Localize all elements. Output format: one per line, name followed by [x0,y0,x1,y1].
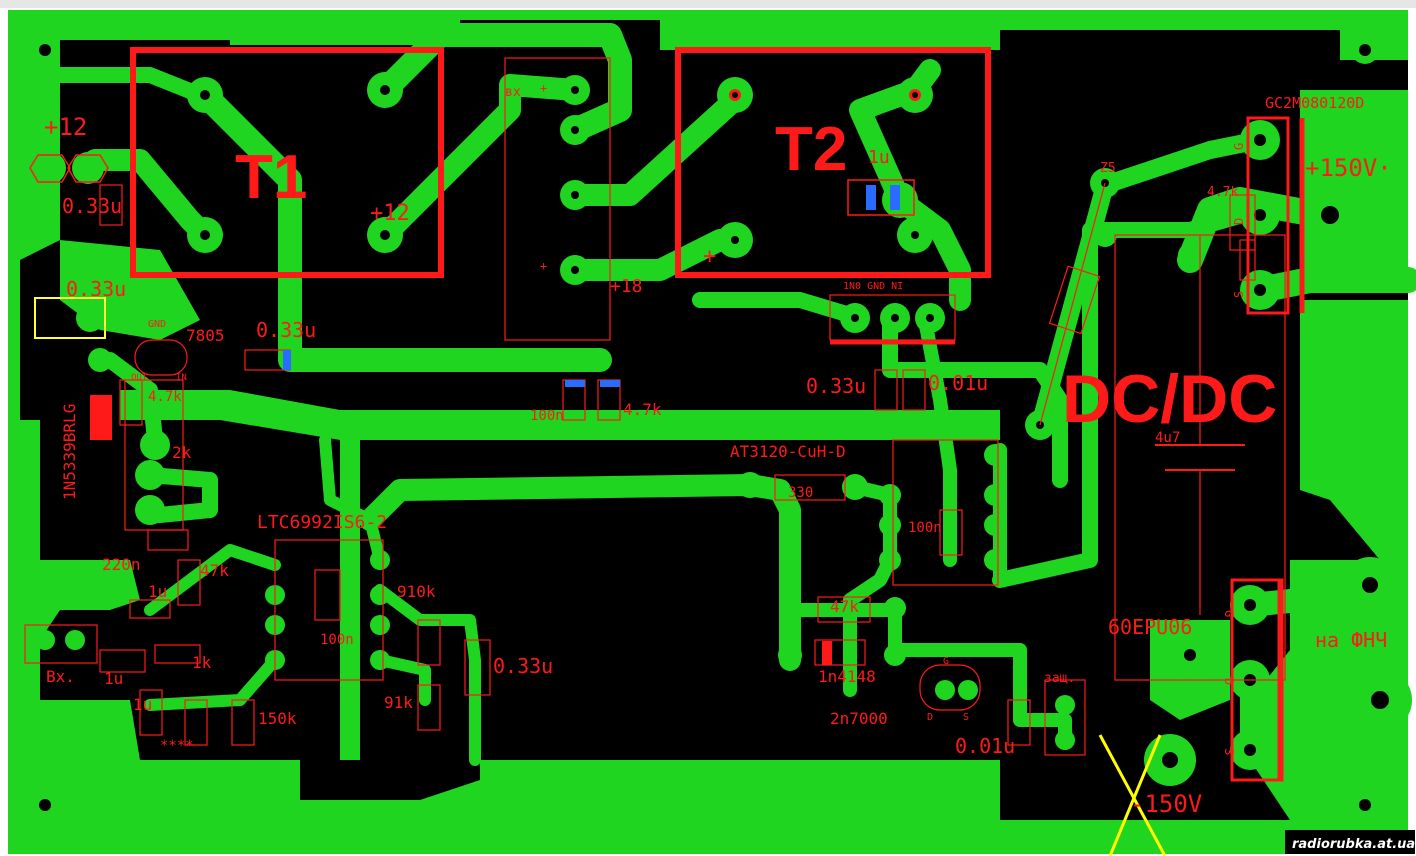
minus150-label: -150V [1130,790,1202,818]
pin-marks-label: **** [160,738,194,754]
protect-label: защ. [1044,671,1075,686]
reg-out-label: OUT [131,373,148,383]
t1-tap-label: +12 [370,201,410,226]
copper-traces [52,23,1416,766]
cap-033-e-label: 0.33u [493,654,553,678]
reg-in-label: IN [176,373,187,383]
res-91k-label: 91k [384,693,413,712]
module-plus-b-label: + [540,259,547,273]
res-150k-label: 150k [258,709,297,728]
fet-label: 2n7000 [830,709,888,728]
copper-pours [8,10,1408,854]
res-1k-label: 1k [192,653,212,672]
rect-s-pin-label: S [1222,748,1236,755]
plus150-label: +150V· [1305,154,1392,182]
cap-1u-a-label: 1u [148,582,167,601]
cap-033-a-label: 0.33u [62,194,122,218]
zener-body [90,395,112,440]
cap-100n-a-label: 100n [320,632,354,648]
plus12-label: +12 [44,113,87,141]
diode-band [822,641,832,665]
z5-label: Z5 [1100,161,1116,176]
fet-s-label: S [963,712,969,723]
input-label: Вх. [46,667,75,686]
cap-033-b-label: 0.33u [66,277,126,301]
res-47k-a-label: 4.7k [148,389,182,405]
fet-g-label: G [943,656,949,667]
res-47k-e-label: 4.7k [1207,185,1238,200]
cap-100n-b-label: 100n [530,408,564,424]
thick-silk-boxes [130,47,991,278]
res-47k-c-label: 4.7k [623,400,662,419]
cap-033-d-label: 0.33u [806,374,866,398]
sic-g-pin-label: G [1232,143,1246,150]
dcdc-label: DC/DC [1062,361,1277,437]
yellow-cross-mark [1098,734,1167,856]
cap-100n-c-label: 100n [908,520,942,536]
hex-pads [29,154,109,183]
res-330-label: 330 [788,485,813,501]
silkscreen-outlines [24,57,1286,756]
ic-label: LTC6992IS6-2 [257,512,387,533]
module-plus-a-label: + [540,81,547,95]
dcdc-cap-label: 4u7 [1155,430,1180,446]
yellow-cap-outline [34,297,106,339]
cap-220n-label: 220n [102,555,141,574]
diode-label: 1n4148 [818,667,876,686]
sic-s-pin-label: S [1232,291,1246,298]
cap-033-c-label: 0.33u [256,318,316,342]
reg-gnd-label: GND [148,319,166,330]
t2-cap-outline [847,179,915,216]
res-47k-b-label: 47k [200,561,229,580]
sic-label: GC2M080120D [1265,94,1364,112]
module-input-label: вх [505,85,521,100]
zener-label: 1N5339BRLG [60,404,79,500]
ruler [0,0,1416,8]
t2-cap-label: 1u [868,147,890,168]
fet-d-label: D [927,712,933,723]
rect-d-pin-label: D [1222,678,1236,685]
cap-001-b-label: 0.01u [955,734,1015,758]
component-labels: +12 + 1u 4u7 +12 0.33u 0.33u 0.33u 0.33u… [44,81,1392,818]
cap-001-a-label: 0.01u [928,371,988,395]
res-47k-d-label: 47k [830,597,859,616]
reg-pins-label: 1N0 GND NI [843,281,903,292]
rectifier-label: 60EPU06 [1108,615,1192,639]
blue-markers [283,185,900,387]
watermark: radiorubka.at.ua [1292,837,1415,852]
reg-label: 7805 [186,326,225,345]
t2-label: T2 [775,115,847,184]
drill-holes [39,44,1389,811]
cap-1u-b-label: 1u [104,669,123,688]
sic-d-pin-label: D [1232,218,1246,225]
to-filter-label: на ФНЧ [1315,628,1387,652]
rect-g-pin-label: G [1222,610,1236,617]
res-2k-label: 2k [172,443,192,462]
cap-1u-c-label: 1u [133,695,152,714]
driver-label: AT3120-CuH-D [730,442,846,461]
t2-tap-label: + [703,244,716,269]
module-18v-label: +18 [610,276,643,297]
res-910k-label: 910k [397,582,436,601]
t1-label: T1 [235,143,307,212]
watermark-bg [1285,830,1415,854]
